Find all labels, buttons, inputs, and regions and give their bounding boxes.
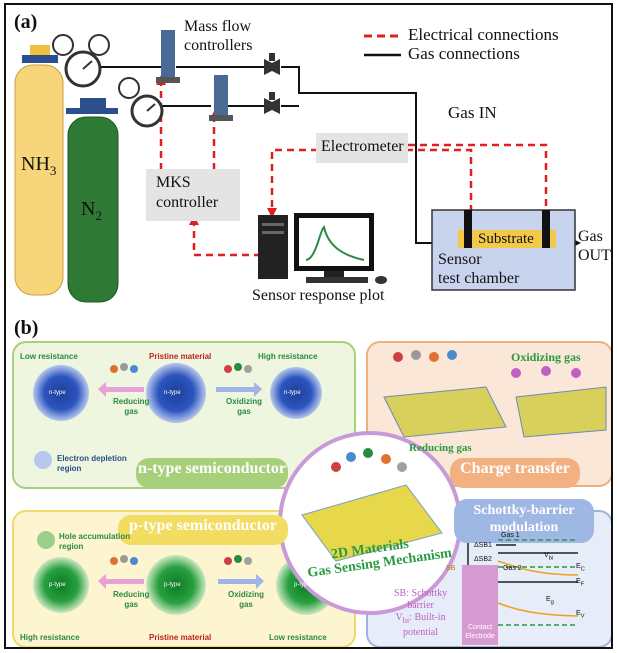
legend-electrical: Electrical connections — [408, 25, 559, 44]
nh3-cylinder — [14, 45, 64, 296]
electrometer-box — [316, 133, 408, 163]
gas-in-label: Gas IN — [448, 103, 497, 122]
plot-caption: Sensor response plot — [252, 287, 385, 304]
mks-controller-box — [146, 169, 240, 221]
ntype-title: n-type semiconductor — [138, 460, 286, 477]
band-diagram — [462, 539, 579, 645]
ptype-arrows — [98, 574, 264, 589]
sb-label: SB — [446, 565, 456, 572]
legend-gas: Gas connections — [408, 44, 520, 63]
section-banners — [118, 458, 594, 545]
reducing-gas-label: Reducing gas — [409, 442, 472, 454]
asb2-label: ΔSB2 — [474, 556, 492, 563]
ptype-high: High resistance — [20, 633, 80, 642]
panel-a-drawing — [14, 30, 581, 303]
ef-label: EF — [576, 578, 585, 588]
ptype-particle-1: p-type — [49, 582, 66, 588]
ptype-particle-2: p-type — [164, 582, 181, 588]
ntype-particles — [33, 363, 322, 469]
panel-b-drawing — [33, 350, 607, 645]
figure-frame: (a) Electrical connections Gas connectio… — [4, 3, 613, 649]
gas-lines — [101, 66, 576, 244]
ntype-particle-1: n-type — [49, 390, 66, 396]
oxidizing-gas-label: Oxidizing gas — [511, 350, 581, 364]
computer-icon — [258, 213, 387, 284]
ev-label: EV — [576, 610, 585, 620]
n2-cylinder — [66, 98, 119, 303]
ec-label: EC — [576, 563, 585, 573]
electrical-lines — [159, 81, 548, 257]
mass-flow-controllers — [156, 30, 233, 121]
ntype-arrows — [98, 382, 262, 397]
test-chamber — [431, 209, 576, 291]
substrate-label: Substrate — [478, 231, 534, 247]
charge-title: Charge transfer — [460, 460, 570, 477]
ntype-particle-2: n-type — [164, 390, 181, 396]
ptype-pristine: Pristine material — [149, 633, 212, 642]
material-lattices — [383, 386, 607, 438]
schottky-note: SB: Schottky barrier Vbi: Built-in poten… — [394, 588, 448, 638]
vbi-label: Vbi — [544, 552, 554, 562]
valves — [264, 53, 280, 114]
n2-label: N2 — [81, 198, 102, 223]
panel-b-label: (b) — [14, 317, 39, 339]
legend-lines — [364, 34, 401, 57]
eg-label: Eg — [546, 596, 554, 606]
panel-a-label: (a) — [14, 11, 38, 33]
ntype-high: High resistance — [258, 352, 318, 361]
ptype-low: Low resistance — [269, 633, 327, 642]
ntype-particle-3: n-type — [284, 390, 301, 396]
center-circle — [278, 431, 462, 615]
gas-molecules — [110, 350, 581, 565]
gas1-label: Gas 1 — [501, 532, 520, 539]
ntype-pristine: Pristine material — [149, 352, 212, 361]
electrometer-label: Electrometer — [321, 138, 404, 155]
gas2-label: Gas 2 — [503, 565, 522, 572]
asb1-label: ΔSB1 — [474, 542, 492, 549]
nh3-label: NH3 — [21, 153, 57, 178]
ntype-low: Low resistance — [20, 352, 78, 361]
ptype-title: p-type semiconductor — [129, 517, 277, 534]
pressure-gauges — [52, 34, 164, 128]
ptype-particle-3: p-type — [294, 582, 311, 588]
